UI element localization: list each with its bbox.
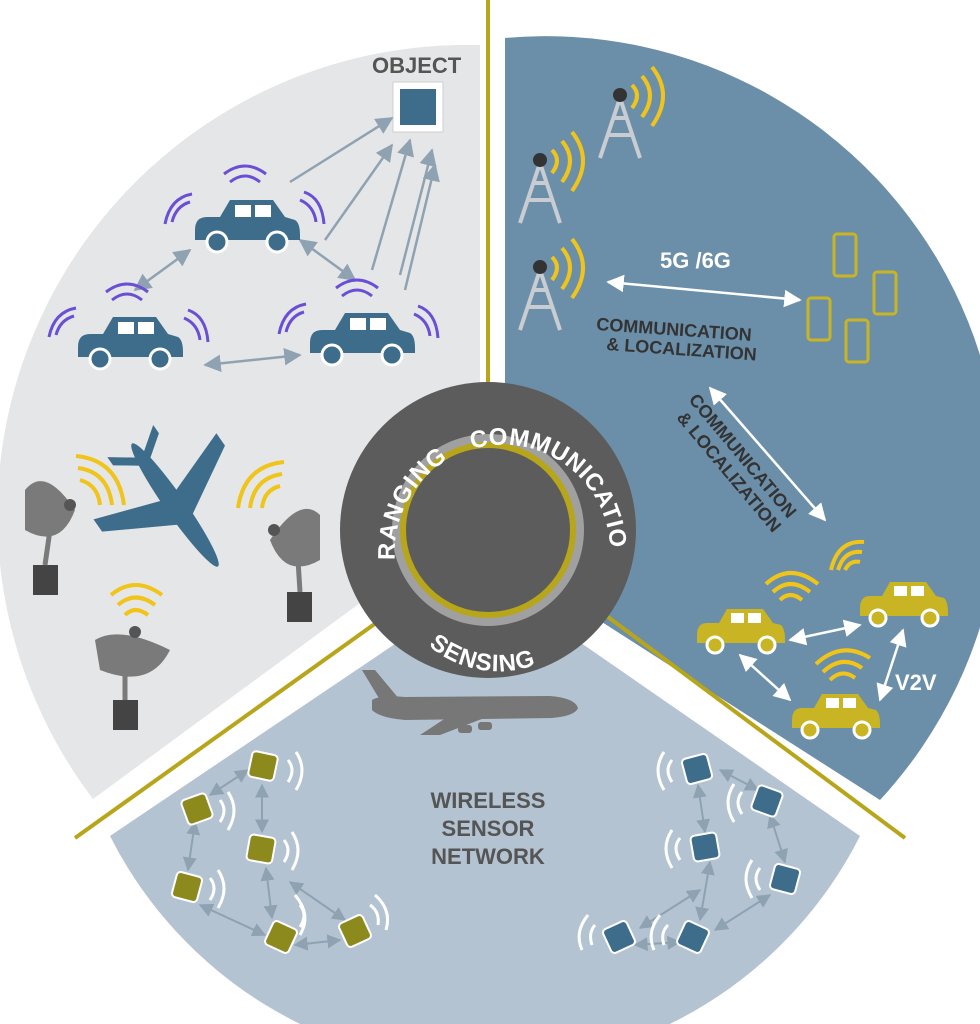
object-icon bbox=[400, 89, 436, 125]
car-icon-right bbox=[310, 313, 415, 367]
radar-dish-icon-right bbox=[268, 508, 320, 622]
sensor-nodes-olive bbox=[170, 750, 372, 954]
airplane-icon-blue bbox=[93, 425, 225, 567]
cell-tower-head-mid bbox=[533, 153, 547, 167]
object-label: OBJECT bbox=[372, 53, 462, 78]
cell-tower-head-bottom bbox=[533, 260, 547, 274]
inner-core bbox=[412, 454, 564, 606]
comm-arrow-diagonal bbox=[708, 386, 827, 522]
phone-icons bbox=[806, 232, 898, 364]
car-icon-left bbox=[78, 317, 183, 371]
v2v-label: V2V bbox=[895, 670, 937, 695]
cell-tower-icon-top bbox=[598, 97, 642, 159]
radar-waves-yellow bbox=[75, 454, 285, 617]
5g-6g-label: 5G /6G bbox=[660, 248, 731, 273]
wsn-label-1: WIRELESS bbox=[431, 788, 546, 813]
wsn-label-2: SENSOR bbox=[442, 816, 535, 841]
sensor-waves-left bbox=[208, 751, 390, 936]
divider-right bbox=[563, 583, 907, 840]
sensor-nodes-blue bbox=[602, 752, 802, 954]
radar-dish-icon-left bbox=[25, 481, 76, 595]
tower-waves-yellow bbox=[550, 65, 665, 300]
v2v-waves-yellow bbox=[764, 539, 872, 682]
ranging-sector bbox=[0, 44, 480, 799]
car-icon-yellow-bottom bbox=[792, 694, 880, 740]
cell-tower-head-top bbox=[613, 88, 627, 102]
car-icon-yellow-right bbox=[860, 582, 948, 628]
cell-tower-icon-bottom bbox=[518, 269, 562, 331]
comm-arrow-horizontal bbox=[606, 274, 802, 308]
sensor-waves-right bbox=[577, 751, 762, 951]
divider-left bbox=[73, 586, 427, 840]
radar-dish-icon-bottom bbox=[95, 626, 170, 730]
airplane-icon-gray bbox=[362, 670, 578, 735]
car-icon-yellow-left bbox=[697, 609, 785, 655]
car-icon-top bbox=[195, 200, 300, 254]
cell-tower-icon-mid bbox=[518, 162, 562, 224]
wsn-label-3: NETWORK bbox=[431, 844, 545, 869]
radar-waves-purple bbox=[47, 164, 440, 343]
